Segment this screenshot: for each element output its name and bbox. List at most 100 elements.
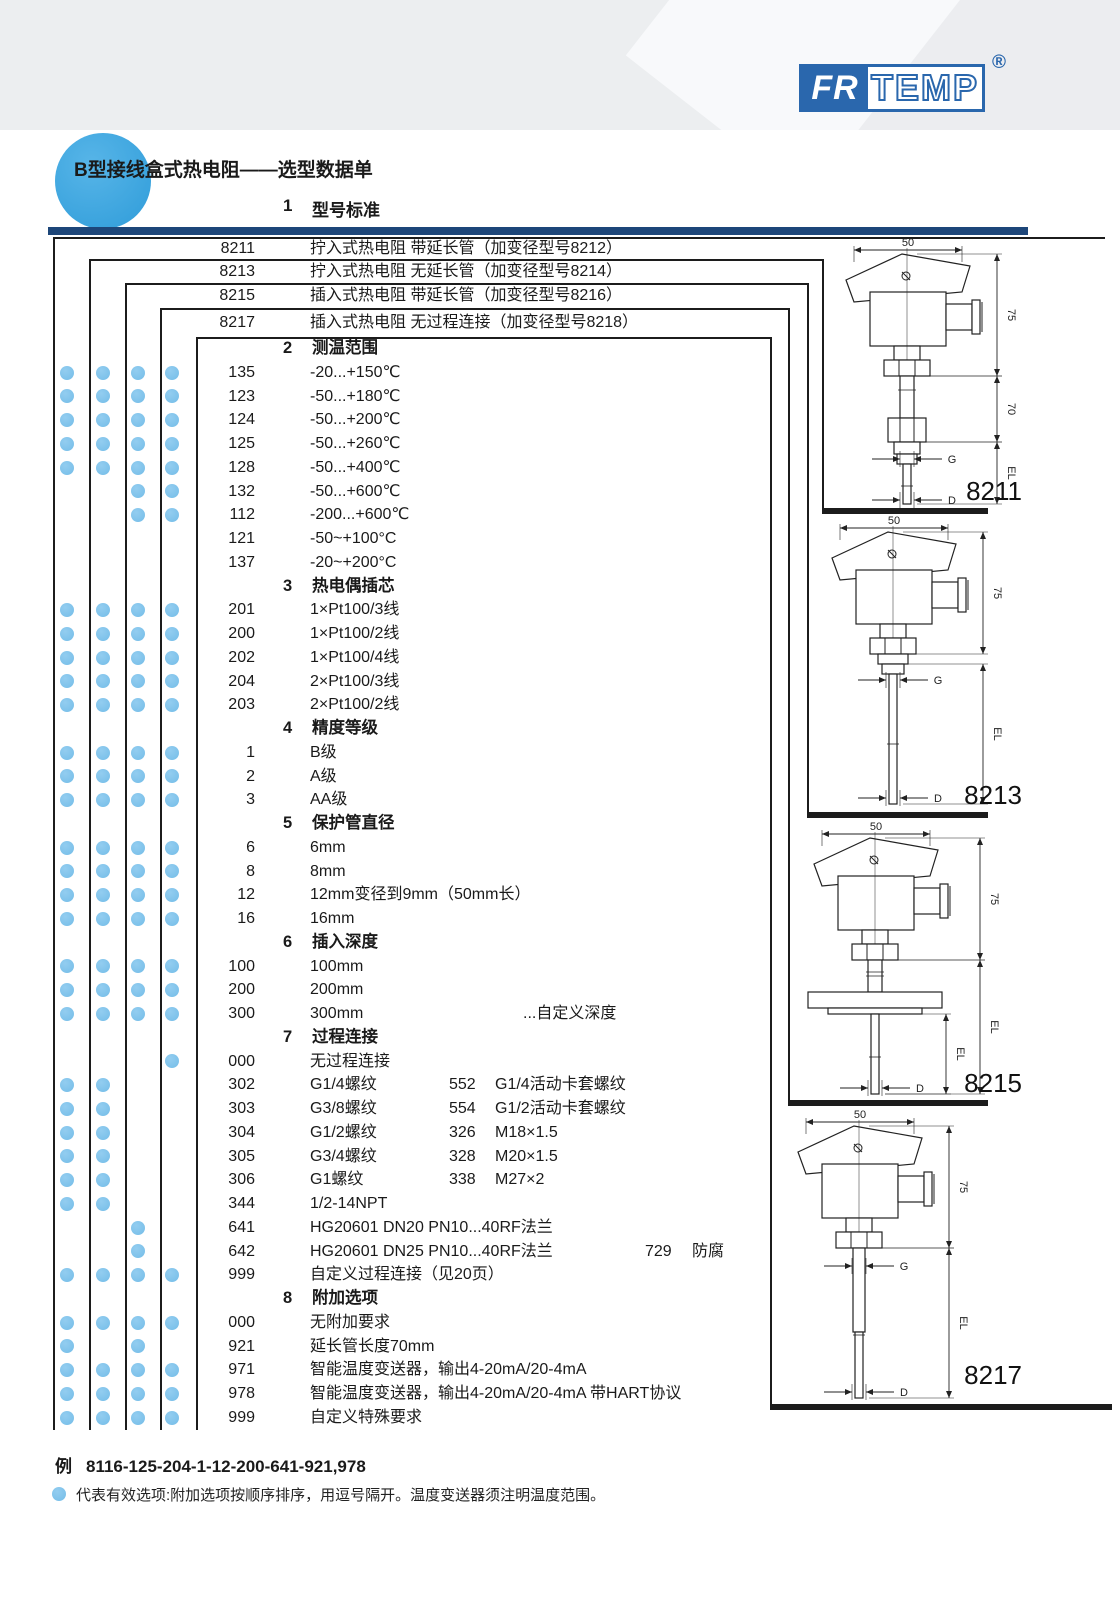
validity-dot bbox=[165, 793, 179, 808]
validity-dot bbox=[165, 911, 179, 926]
model-code: 8211 bbox=[220, 240, 255, 257]
validity-dot bbox=[131, 888, 145, 903]
validity-dot bbox=[96, 650, 110, 665]
option-desc: AA级 bbox=[310, 791, 348, 809]
option-code: 112 bbox=[229, 506, 255, 524]
model-code: 8215 bbox=[219, 287, 255, 304]
page-title: B型接线盒式热电阻——选型数据单 bbox=[74, 160, 373, 181]
frame-line bbox=[89, 259, 91, 1430]
validity-dot bbox=[165, 1386, 179, 1401]
option-code: 124 bbox=[228, 411, 255, 429]
section-title: 热电偶插芯 bbox=[312, 576, 395, 595]
validity-dot bbox=[131, 413, 145, 428]
validity-dot bbox=[165, 365, 179, 380]
validity-dot bbox=[96, 674, 110, 689]
frame-line bbox=[53, 237, 1105, 239]
option-desc: -50...+400℃ bbox=[310, 458, 401, 476]
validity-dot bbox=[165, 1268, 179, 1283]
option-desc: 无过程连接 bbox=[310, 1052, 391, 1070]
option-code: 100 bbox=[228, 957, 255, 975]
option-desc: -20~+200°C bbox=[310, 553, 397, 571]
option-row: 112-200...+600℃ bbox=[198, 503, 772, 527]
svg-text:75: 75 bbox=[1005, 309, 1017, 321]
validity-dot bbox=[96, 389, 110, 404]
section-number: 2 bbox=[283, 339, 293, 357]
validity-dot bbox=[131, 1363, 145, 1378]
validity-dot bbox=[60, 769, 74, 784]
option-code: 203 bbox=[228, 696, 255, 714]
option-code-secondary: 338 bbox=[449, 1171, 476, 1189]
validity-dot bbox=[60, 840, 74, 855]
validity-dot bbox=[165, 436, 179, 451]
option-desc: -50...+200℃ bbox=[310, 411, 401, 429]
drawing-label-8215: 8215 bbox=[964, 1068, 1022, 1098]
validity-dot bbox=[96, 460, 110, 475]
validity-dot bbox=[60, 1315, 74, 1330]
option-desc: -50...+600℃ bbox=[310, 482, 401, 500]
option-row: 123-50...+180℃ bbox=[198, 385, 772, 409]
option-code: 202 bbox=[228, 648, 255, 666]
validity-dot bbox=[165, 983, 179, 998]
frame-line bbox=[788, 1100, 988, 1106]
validity-dot bbox=[165, 413, 179, 428]
option-code: 128 bbox=[228, 458, 255, 476]
option-desc-secondary: G1/4活动卡套螺纹 bbox=[495, 1076, 626, 1094]
validity-dot bbox=[165, 650, 179, 665]
validity-dot bbox=[96, 603, 110, 618]
validity-dot bbox=[131, 484, 145, 499]
option-desc-secondary: G1/2活动卡套螺纹 bbox=[495, 1100, 626, 1117]
option-desc: G1螺纹 bbox=[310, 1171, 364, 1189]
option-desc: 200mm bbox=[310, 981, 364, 999]
svg-text:EL: EL bbox=[991, 727, 1003, 740]
svg-text:50: 50 bbox=[902, 238, 914, 249]
validity-dot bbox=[60, 1339, 74, 1354]
option-code: 1 bbox=[246, 743, 255, 761]
option-desc: 自定义特殊要求 bbox=[310, 1408, 423, 1426]
svg-text:D: D bbox=[900, 1387, 908, 1399]
drawing-label-8211: 8211 bbox=[966, 476, 1022, 506]
validity-dot bbox=[60, 603, 74, 618]
frame-line bbox=[807, 812, 988, 818]
svg-text:EL: EL bbox=[988, 1020, 1000, 1033]
validity-dot bbox=[96, 1268, 110, 1283]
option-code: 8 bbox=[246, 862, 255, 880]
validity-dot bbox=[131, 793, 145, 808]
validity-dot bbox=[131, 1315, 145, 1330]
validity-dot bbox=[165, 508, 179, 523]
validity-dot bbox=[60, 436, 74, 451]
validity-dot bbox=[60, 1196, 74, 1211]
option-code: 306 bbox=[228, 1171, 255, 1189]
validity-dot bbox=[60, 1363, 74, 1378]
option-code: 000 bbox=[228, 1313, 255, 1331]
validity-dot bbox=[165, 698, 179, 713]
validity-dot bbox=[131, 365, 145, 380]
validity-dot bbox=[165, 888, 179, 903]
section-number: 7 bbox=[283, 1027, 293, 1046]
option-desc: A级 bbox=[310, 767, 337, 785]
validity-dot bbox=[131, 745, 145, 760]
validity-dot bbox=[96, 626, 110, 641]
svg-text:G: G bbox=[900, 1261, 909, 1273]
registered-mark: ® bbox=[992, 52, 1006, 73]
validity-dot bbox=[96, 959, 110, 974]
option-code: 16 bbox=[237, 910, 255, 927]
frame-line bbox=[788, 308, 790, 1105]
validity-dot bbox=[131, 911, 145, 926]
